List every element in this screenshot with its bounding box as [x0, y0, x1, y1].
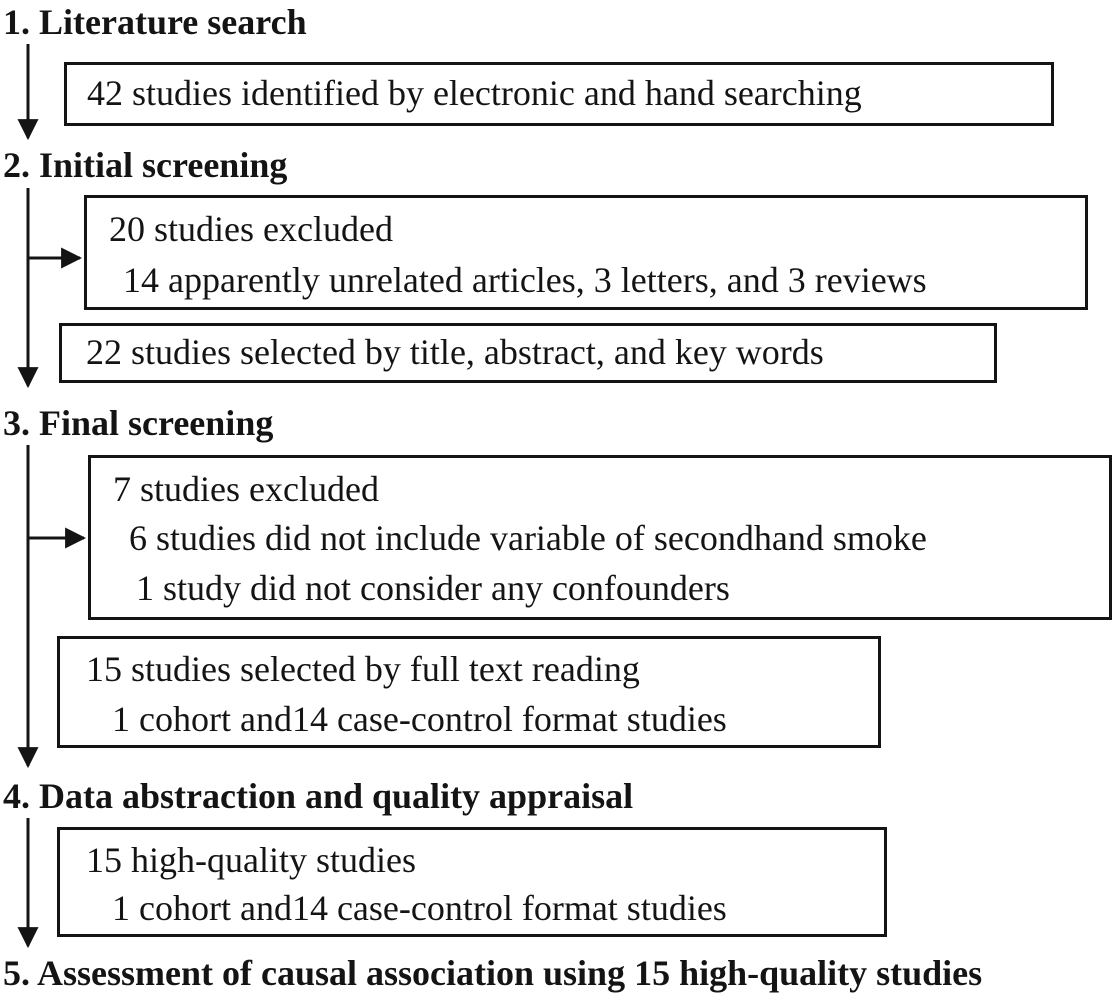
- box-line: 20 studies excluded: [109, 209, 393, 249]
- step-3-heading: 3. Final screening: [3, 403, 274, 443]
- box-line: 15 high-quality studies: [86, 840, 416, 880]
- box-line: 6 studies did not include variable of se…: [129, 518, 927, 558]
- box-line: 1 cohort and14 case-control format studi…: [112, 888, 727, 928]
- box-line: 15 studies selected by full text reading: [86, 649, 640, 689]
- box-line: 7 studies excluded: [113, 469, 379, 509]
- box-line: 22 studies selected by title, abstract, …: [86, 332, 824, 372]
- step-4-heading: 4. Data abstraction and quality appraisa…: [3, 776, 634, 816]
- step-2-heading: 2. Initial screening: [3, 145, 288, 185]
- box-line: 1 cohort and14 case-control format studi…: [112, 699, 727, 739]
- identified-studies-box: 42 studies identified by electronic and …: [64, 62, 1054, 126]
- final-exclusion-box: 7 studies excluded 6 studies did not inc…: [88, 455, 1112, 620]
- title-abstract-selection-box: 22 studies selected by title, abstract, …: [59, 323, 997, 383]
- box-line: 14 apparently unrelated articles, 3 lett…: [123, 260, 927, 300]
- box-line: 42 studies identified by electronic and …: [87, 73, 862, 113]
- step-5-heading: 5. Assessment of causal association usin…: [3, 953, 983, 993]
- box-line: 1 study did not consider any confounders: [136, 568, 730, 608]
- initial-exclusion-box: 20 studies excluded 14 apparently unrela…: [84, 195, 1088, 310]
- full-text-selection-box: 15 studies selected by full text reading…: [57, 636, 881, 748]
- high-quality-studies-box: 15 high-quality studies 1 cohort and14 c…: [57, 827, 887, 937]
- step-1-heading: 1. Literature search: [3, 2, 307, 42]
